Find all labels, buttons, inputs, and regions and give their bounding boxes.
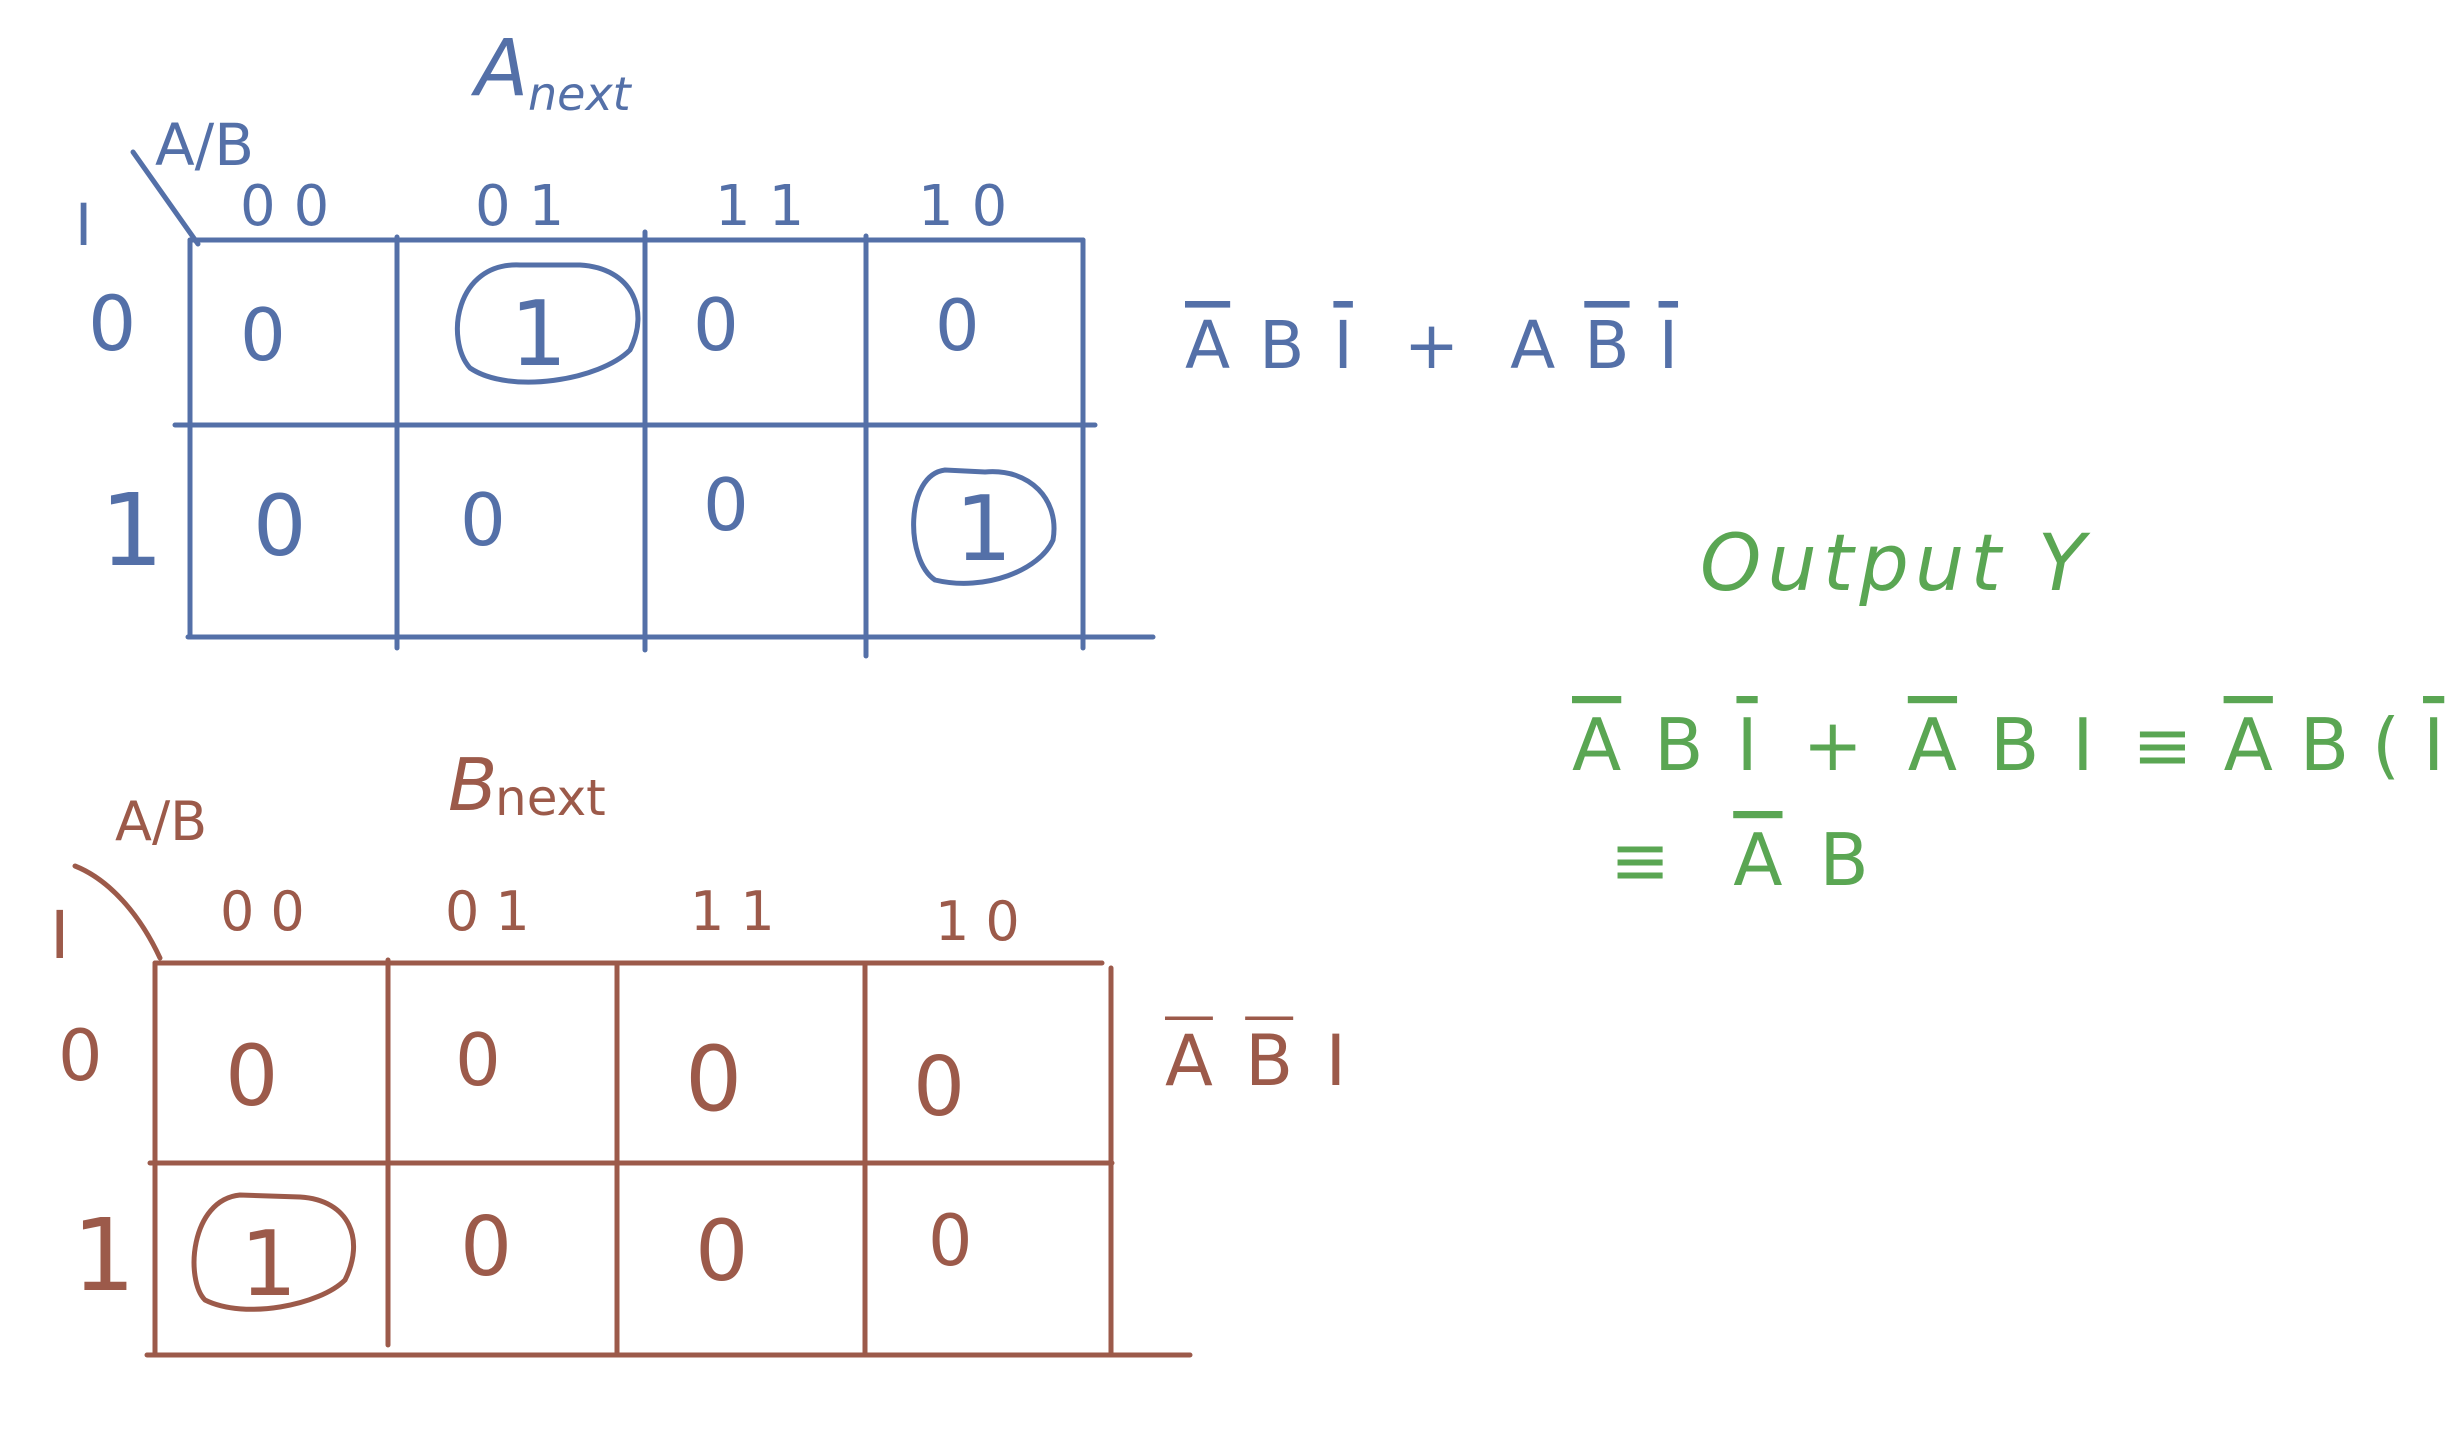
output-line-2: ≡ A B <box>1610 818 1869 902</box>
kmap-b-row-0: 0 <box>58 1015 103 1097</box>
kmap-b-loops <box>191 1192 356 1312</box>
kmap-a-loop-10 <box>911 467 1057 586</box>
kmap-a-cell-0-10: 0 <box>935 285 980 367</box>
out-t2-b: B <box>1990 703 2039 787</box>
kmap-b-title: B <box>448 743 497 827</box>
expr-b-a: A <box>1165 1020 1213 1102</box>
output-title: Output Y <box>1700 519 2091 609</box>
out-t1-i: I <box>1736 703 1757 787</box>
kmap-b-cell-1-10: 0 <box>928 1200 973 1282</box>
out-t1-b: B <box>1654 703 1703 787</box>
kmap-b-cell-1-11: 0 <box>695 1202 748 1300</box>
kmap-a-col-00: 00 <box>240 174 347 239</box>
kmap-a-cell-0-11: 0 <box>693 283 739 367</box>
kmap-a-col-10: 10 <box>918 174 1025 239</box>
out-p-i1: I <box>2423 703 2444 787</box>
kmap-b-cell-0-10: 0 <box>913 1040 965 1135</box>
kmap-b-grid <box>72 863 1193 1358</box>
kmap-a-cell-1-01: 0 <box>460 478 506 562</box>
kmap-b-corner-top: A/B <box>115 790 207 853</box>
kmap-b-title-sub: next <box>495 769 606 827</box>
kmap-a-corner-top: A/B <box>155 111 254 179</box>
kmap-a-row-0: 0 <box>88 279 136 368</box>
expr-a-t1-b: B <box>1259 307 1304 384</box>
kmap-b-expression: A B I <box>1165 1020 1346 1102</box>
kmap-a-cell-0-01: 1 <box>510 282 567 387</box>
kmap-b-cell-0-11: 0 <box>685 1027 742 1132</box>
kmap-a-corner-left: I <box>75 191 92 259</box>
kmap-a-cell-1-11: 0 <box>703 463 749 547</box>
out-paren-open: ( <box>2372 703 2400 787</box>
kmap-b-cell-1-00: 1 <box>240 1212 297 1317</box>
kmap-b-next <box>72 863 1193 1358</box>
kmap-a-cell-0-00: 0 <box>240 293 286 377</box>
kmap-a-expression: A B I + A B I <box>1185 307 1678 384</box>
kmap-b-col-01: 01 <box>445 880 546 943</box>
out-t2-a: A <box>1908 703 1957 787</box>
kmap-a-grid <box>130 149 1156 659</box>
kmap-b-col-11: 11 <box>690 880 791 943</box>
kmap-a-row-1: 1 <box>100 472 164 589</box>
kmap-a-corner-diagonal <box>130 149 201 247</box>
kmap-a-labels: A next A/B I 00 01 11 10 0 1 0 1 0 0 0 0… <box>75 24 1678 589</box>
kmap-a-loops <box>455 262 1057 586</box>
kmap-b-cell-1-01: 0 <box>460 1200 512 1295</box>
kmap-b-cell-0-00: 0 <box>225 1027 278 1125</box>
expr-a-t2-b: B <box>1584 307 1629 384</box>
out2-equiv: ≡ <box>1610 818 1670 902</box>
kmap-a-title-sub: next <box>528 67 633 121</box>
out-f-b: B <box>2300 703 2349 787</box>
out-t2-i: I <box>2072 703 2093 787</box>
out-equiv-1: ≡ <box>2132 703 2192 787</box>
out-plus: + <box>1803 703 1863 787</box>
kmap-b-corner-left: I <box>50 897 69 974</box>
kmap-a-title: A <box>470 24 528 114</box>
kmap-a-loop-01 <box>455 262 641 385</box>
kmap-b-loop-00 <box>191 1192 356 1312</box>
out2-b: B <box>1819 818 1868 902</box>
kmap-a-next <box>130 149 1156 659</box>
kmap-b-row-1: 1 <box>72 1197 136 1314</box>
expr-b-i: I <box>1325 1020 1346 1102</box>
kmap-b-col-00: 00 <box>220 880 321 943</box>
out2-a: A <box>1733 818 1782 902</box>
expr-b-b: B <box>1245 1020 1293 1102</box>
kmap-a-col-01: 01 <box>475 174 582 239</box>
kmap-a-col-11: 11 <box>715 174 822 239</box>
expr-a-t2-a: A <box>1510 307 1555 384</box>
output-section: Output Y A B I + A B I ≡ A B ( I + I ) ≡… <box>1572 519 2462 902</box>
expr-a-t2-i: I <box>1659 307 1678 384</box>
kmap-a-cell-1-00: 0 <box>253 477 306 575</box>
expr-a-t1-i: I <box>1333 307 1352 384</box>
kmap-b-labels: B next A/B I 00 01 11 10 0 1 0 0 0 0 1 0… <box>50 743 1346 1317</box>
out-f-a: A <box>2224 703 2273 787</box>
out-t1-a: A <box>1572 703 1621 787</box>
kmap-b-col-10: 10 <box>935 890 1036 953</box>
expr-a-plus: + <box>1404 307 1459 384</box>
kmap-a-cell-1-10: 1 <box>955 477 1012 582</box>
expr-a-t1-a: A <box>1185 307 1230 384</box>
kmap-b-corner-diagonal <box>72 863 163 961</box>
output-line-1: A B I + A B I ≡ A B ( I + I ) <box>1572 703 2462 787</box>
kmap-b-cell-0-01: 0 <box>455 1018 501 1102</box>
